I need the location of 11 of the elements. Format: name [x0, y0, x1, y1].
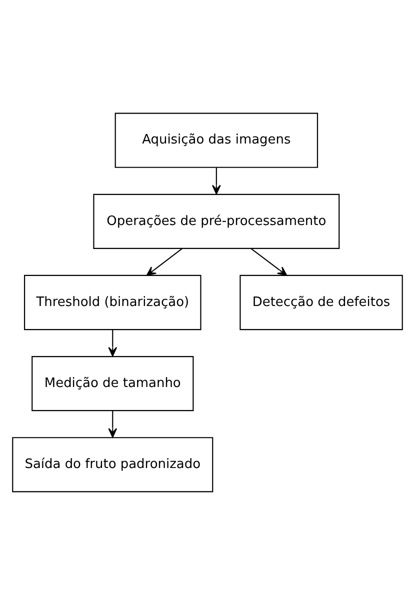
arrow	[212, 167, 221, 194]
node-box: Detecção de defeitos	[240, 274, 403, 330]
node-box: Medição de tamanho	[32, 356, 194, 411]
arrow	[146, 248, 182, 276]
node-box: Saída do fruto padronizado	[12, 436, 214, 492]
arrow	[250, 248, 288, 276]
node-box: Operações de pré-processamento	[93, 193, 340, 248]
node-box: Aquisição das imagens	[114, 112, 318, 168]
arrow	[108, 329, 118, 356]
arrow	[108, 410, 118, 438]
node-box: Threshold (binarização)	[24, 274, 202, 330]
